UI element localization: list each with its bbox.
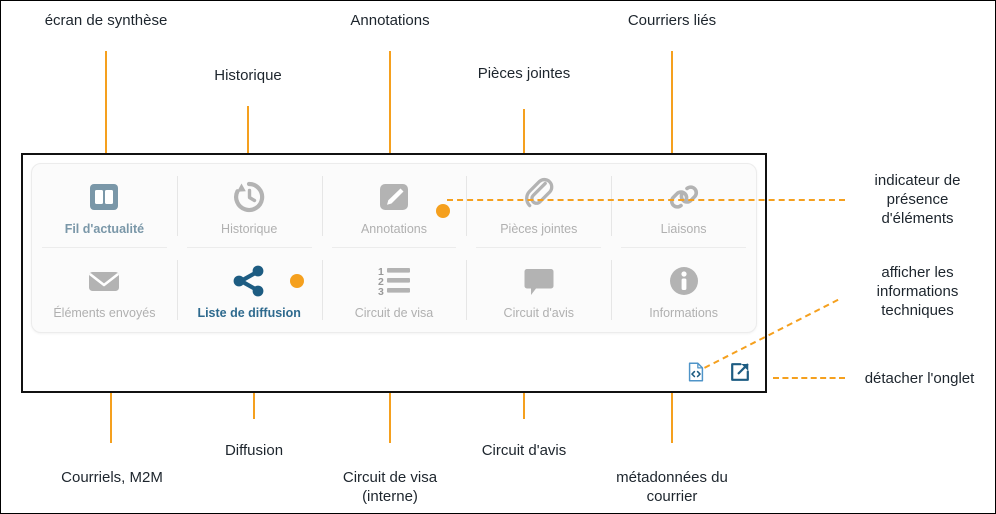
callout-courriers-lies: Courriers liés xyxy=(627,12,717,29)
tab-label-liste-de-diffusion: Liste de diffusion xyxy=(197,305,301,320)
callout-ecran-de-synthese: écran de synthèse xyxy=(44,12,168,29)
info-circle-icon xyxy=(663,260,705,302)
svg-text:2: 2 xyxy=(378,276,384,288)
tab-label-annotations: Annotations xyxy=(360,221,427,236)
tab-liste-de-diffusion[interactable]: Liste de diffusion xyxy=(176,248,322,332)
history-clock-icon xyxy=(228,176,270,218)
tab-label-liaisons: Liaisons xyxy=(660,221,707,236)
dashed-leader-indicateur-presence xyxy=(447,199,845,201)
leader-line-metadonnees-courrier xyxy=(671,393,673,443)
leader-line-pieces-jointes xyxy=(523,109,525,153)
leader-line-courriers-lies xyxy=(671,51,673,153)
tab-fil-dactualite[interactable]: Fil d'actualité xyxy=(32,164,177,248)
callout-circuit-de-visa: Circuit de visa (interne) xyxy=(342,469,438,505)
callout-pieces-jointes: Pièces jointes xyxy=(477,65,571,82)
callout-historique: Historique xyxy=(214,67,282,84)
callout-detacher-onglet: détacher l'onglet xyxy=(864,370,975,387)
leader-line-circuit-de-visa xyxy=(389,393,391,443)
leader-line-diffusion xyxy=(253,393,255,419)
tab-label-circuit-davis: Circuit d'avis xyxy=(503,305,575,320)
callout-annotations: Annotations xyxy=(350,12,430,29)
external-link-icon[interactable] xyxy=(729,361,751,383)
tab-label-informations: Informations xyxy=(649,305,718,320)
tab-annotations[interactable]: Annotations xyxy=(321,164,467,248)
callout-circuit-davis: Circuit d'avis xyxy=(481,442,567,459)
dashboard-columns-icon xyxy=(83,176,125,218)
tab-liaisons[interactable]: Liaisons xyxy=(611,164,756,248)
tab-label-pieces-jointes: Pièces jointes xyxy=(500,221,578,236)
speech-bubble-icon xyxy=(518,260,560,302)
tab-label-historique: Historique xyxy=(221,221,278,236)
callout-courriels-m2m: Courriels, M2M xyxy=(61,469,163,486)
callout-afficher-infos-techniques: afficher les informations techniques xyxy=(876,264,959,319)
tab-circuit-davis[interactable]: Circuit d'avis xyxy=(466,248,611,332)
numbered-list-icon: 1 2 3 xyxy=(373,260,415,302)
panel-action-bar xyxy=(685,361,751,383)
leader-line-circuit-davis xyxy=(523,393,525,419)
dashed-leader-detacher-onglet xyxy=(773,377,845,379)
leader-line-annotations xyxy=(389,51,391,153)
tab-label-elements-envoyes: Éléments envoyés xyxy=(53,305,156,320)
envelope-icon xyxy=(83,260,125,302)
tab-grid: Fil d'actualité Historique xyxy=(31,163,757,333)
file-code-icon[interactable] xyxy=(685,361,707,383)
tab-informations[interactable]: Informations xyxy=(611,248,756,332)
tab-circuit-de-visa[interactable]: 1 2 3 Circuit de visa xyxy=(321,248,467,332)
svg-text:3: 3 xyxy=(378,286,384,298)
callout-diffusion: Diffusion xyxy=(224,442,284,459)
svg-text:1: 1 xyxy=(378,266,384,278)
callout-indicateur-presence: indicateur de pré­sence d'éléments xyxy=(874,172,961,227)
badge-dot-annotations xyxy=(436,204,451,218)
paperclip-icon xyxy=(518,176,560,218)
tab-label-fil-dactualite: Fil d'actualité xyxy=(64,221,145,236)
tab-historique[interactable]: Historique xyxy=(176,164,322,248)
badge-dot-liste-de-diffusion xyxy=(289,274,304,288)
tab-pieces-jointes[interactable]: Pièces jointes xyxy=(466,164,611,248)
link-chain-icon xyxy=(663,176,705,218)
leader-line-ecran-de-synthese xyxy=(105,51,107,153)
tab-panel: Fil d'actualité Historique xyxy=(21,153,767,393)
tab-elements-envoyes[interactable]: Éléments envoyés xyxy=(32,248,177,332)
leader-line-courriels-m2m xyxy=(110,393,112,443)
pencil-square-icon xyxy=(373,176,415,218)
tab-label-circuit-de-visa: Circuit de visa xyxy=(354,305,434,320)
share-nodes-icon xyxy=(228,260,270,302)
callout-metadonnees-courrier: métadonnées du courrier xyxy=(616,469,728,505)
leader-line-historique xyxy=(247,106,249,153)
